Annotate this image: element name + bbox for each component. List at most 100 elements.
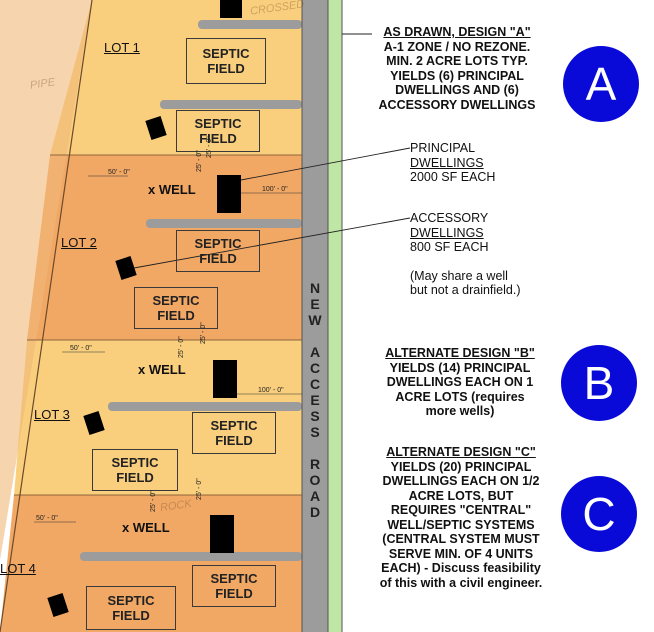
callout-line: 2000 SF EACH xyxy=(410,170,496,184)
design-c-heading: ALTERNATE DESIGN "C" xyxy=(386,445,536,459)
principal-dwelling xyxy=(220,0,242,18)
design-c-badge: C xyxy=(561,476,637,552)
callout-line: but not a drainfield.) xyxy=(410,283,521,297)
west-boundary-strip xyxy=(0,0,92,560)
design-c-line: ACRE LOTS, BUT xyxy=(408,488,514,503)
separation-dimension: 25' - 0" xyxy=(150,490,157,512)
accessory-dwelling xyxy=(115,256,137,280)
design-a-line: MIN. 2 ACRE LOTS TYP. xyxy=(386,54,528,68)
callout-line: 800 SF EACH xyxy=(410,240,489,254)
principal-dwelling xyxy=(217,175,241,213)
road-label-letter: C xyxy=(309,376,321,392)
design-b-line: more wells) xyxy=(425,404,495,418)
well-label: x WELL xyxy=(138,362,186,377)
road-label-letter: E xyxy=(310,392,320,408)
design-b-line: YIELDS (14) PRINCIPAL xyxy=(389,360,531,375)
lot-1-label: LOT 1 xyxy=(104,40,140,55)
septic-field: SEPTIC FIELD xyxy=(134,287,218,329)
septic-field: SEPTIC FIELD xyxy=(186,38,266,84)
access-road xyxy=(302,0,328,632)
road-label-letter: O xyxy=(309,472,321,488)
principal-dwelling xyxy=(210,515,234,553)
lot-2-label: LOT 2 xyxy=(61,235,97,250)
driveway xyxy=(146,219,302,228)
road-label-letter: A xyxy=(309,344,321,360)
separation-dimension: 25' - 0" xyxy=(178,336,185,358)
road-label-letter: D xyxy=(309,504,321,520)
design-c-note: ALTERNATE DESIGN "C" YIELDS (20) PRINCIP… xyxy=(354,445,568,590)
design-b-badge: B xyxy=(561,345,637,421)
driveway xyxy=(198,20,302,29)
road-label-letter: A xyxy=(309,488,321,504)
road-label-letter: E xyxy=(310,296,320,312)
design-a-line: ACCESSORY DWELLINGS xyxy=(378,97,536,112)
road-label-letter: S xyxy=(310,408,320,424)
separation-dimension: 25' - 0" xyxy=(206,136,213,158)
design-b-line: DWELLINGS EACH ON 1 xyxy=(386,375,534,389)
separation-dimension: 25' - 0" xyxy=(196,150,203,172)
design-a-note: AS DRAWN, DESIGN "A" A-1 ZONE / NO REZON… xyxy=(352,25,562,112)
road-label-letter: N xyxy=(309,280,321,296)
principal-dwellings-callout: PRINCIPAL DWELLINGS 2000 SF EACH xyxy=(410,141,495,185)
design-c-line: WELL/SEPTIC SYSTEMS xyxy=(387,517,535,532)
septic-field-label: SEPTIC FIELD xyxy=(210,571,258,601)
accessory-leader-line xyxy=(133,217,411,269)
callout-line: (May share a well xyxy=(410,268,508,283)
accessory-dwellings-callout: ACCESSORY DWELLINGS 800 SF EACH (May sha… xyxy=(410,211,521,298)
design-c-line: REQUIRES "CENTRAL" xyxy=(390,503,532,517)
callout-line: DWELLINGS xyxy=(410,225,484,240)
principal-dwelling xyxy=(213,360,237,398)
design-b-line: ACRE LOTS (requires xyxy=(395,389,525,404)
driveway xyxy=(160,100,302,109)
design-c-line: YIELDS (20) PRINCIPAL xyxy=(390,459,532,474)
west-boundary-line xyxy=(0,0,93,632)
driveway xyxy=(108,402,302,411)
design-a-heading: AS DRAWN, DESIGN "A" xyxy=(383,25,531,39)
road-label-letter xyxy=(313,440,317,456)
design-c-line: (CENTRAL SYSTEM MUST xyxy=(382,532,540,546)
septic-field-label: SEPTIC FIELD xyxy=(194,116,242,146)
septic-field-label: SEPTIC FIELD xyxy=(194,236,242,266)
setback-dimension: 50' - 0" xyxy=(36,515,58,522)
design-a-badge: A xyxy=(563,46,639,122)
septic-field: SEPTIC FIELD xyxy=(92,449,178,491)
road-label-letter: C xyxy=(309,360,321,376)
accessory-dwelling xyxy=(83,411,105,435)
design-c-line: SERVE MIN. OF 4 UNITS xyxy=(388,546,534,561)
design-c-line: of this with a civil engineer. xyxy=(379,575,543,590)
lot-3-label: LOT 3 xyxy=(34,407,70,422)
lot-4-label: LOT 4 xyxy=(0,561,36,576)
septic-field-label: SEPTIC FIELD xyxy=(107,593,155,623)
septic-field: SEPTIC FIELD xyxy=(176,230,260,272)
septic-field-label: SEPTIC FIELD xyxy=(111,455,159,485)
callout-line: ACCESSORY xyxy=(410,211,489,225)
well-label: x WELL xyxy=(148,182,196,197)
setback-dimension: 100' - 0" xyxy=(258,387,284,394)
septic-field-label: SEPTIC FIELD xyxy=(210,418,258,448)
setback-dimension: 100' - 0" xyxy=(262,186,288,193)
design-a-line: A-1 ZONE / NO REZONE. xyxy=(383,39,531,54)
design-c-line: EACH) - Discuss feasibility xyxy=(381,561,541,575)
design-b-note: ALTERNATE DESIGN "B" YIELDS (14) PRINCIP… xyxy=(360,346,560,419)
accessory-dwelling xyxy=(145,116,167,140)
driveway xyxy=(80,552,302,561)
setback-dimension: 50' - 0" xyxy=(70,345,92,352)
principal-leader-line xyxy=(240,147,411,181)
road-label-letter: W xyxy=(308,312,322,328)
septic-field-label: SEPTIC FIELD xyxy=(152,293,200,323)
road-label-letter: S xyxy=(310,424,320,440)
accessory-dwelling xyxy=(47,593,69,617)
design-a-line: DWELLINGS AND (6) xyxy=(395,83,519,97)
design-a-line: YIELDS (6) PRINCIPAL xyxy=(390,68,524,83)
separation-dimension: 25' - 0" xyxy=(200,322,207,344)
septic-field: SEPTIC FIELD xyxy=(86,586,176,630)
setback-dimension: 50' - 0" xyxy=(108,169,130,176)
well-label: x WELL xyxy=(122,520,170,535)
road-label-letter: R xyxy=(309,456,321,472)
separation-dimension: 25' - 0" xyxy=(196,478,203,500)
road-label-letter xyxy=(313,328,317,344)
septic-field: SEPTIC FIELD xyxy=(176,110,260,152)
septic-field: SEPTIC FIELD xyxy=(192,412,276,454)
